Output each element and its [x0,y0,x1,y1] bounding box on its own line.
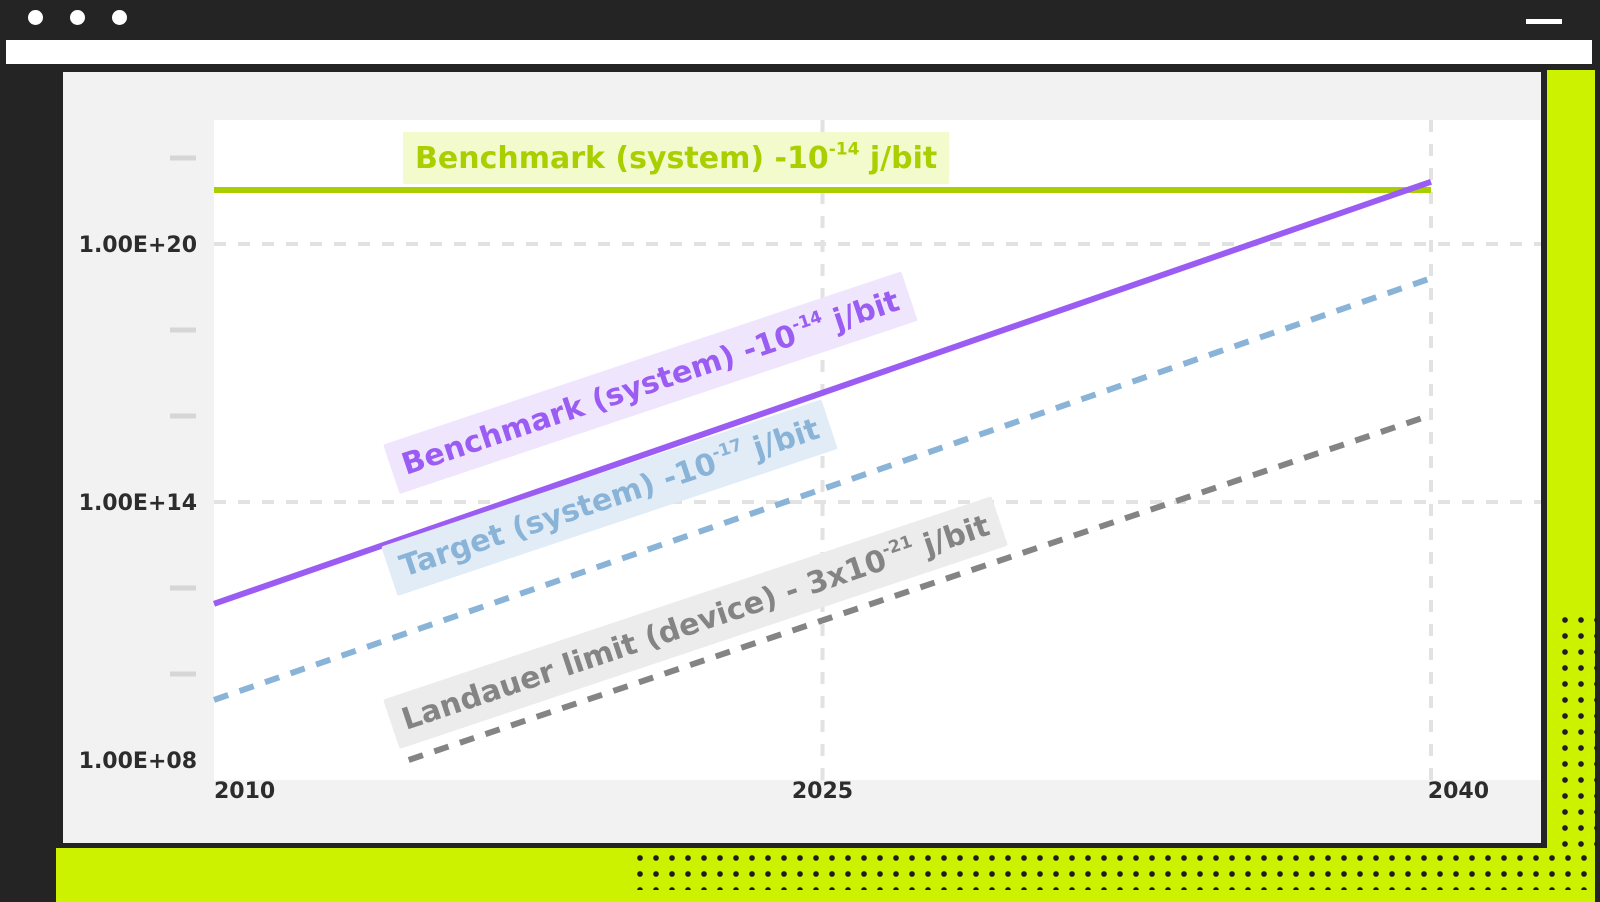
y-tick-label-1.00E+08: 1.00E+08 [79,749,197,774]
series-lines [213,178,1432,763]
y-minor-ticks [170,155,196,677]
series-label-bg-target [381,399,838,596]
y-axis-ticks: 1.00E+08 1.00E+14 1.00E+20 [79,233,197,774]
series-line-landauer [407,412,1432,763]
series-label-bg-benchmark-trend [383,271,918,494]
y-tick-label-1.00E+20: 1.00E+20 [79,233,197,258]
maximize-dot[interactable] [112,10,127,25]
minimize-dot[interactable] [70,10,85,25]
grid [214,120,1541,780]
x-tick-label-2010: 2010 [214,779,275,804]
x-axis-ticks: 2010 2025 2040 [214,779,1489,804]
minimize-bar-icon[interactable] [1526,19,1562,24]
close-dot[interactable] [28,10,43,25]
chart: Benchmark (system) -10-14 j/bitBenchmark… [79,120,1541,804]
series-label-benchmark-flat: Benchmark (system) -10-14 j/bit [403,132,950,184]
address-bar[interactable] [6,40,1592,64]
series-label-bg-landauer [383,496,1008,749]
series-line-benchmark-trend [213,178,1432,607]
dot-pattern-right [1557,612,1597,848]
dot-pattern-bottom [632,850,1597,890]
y-tick-label-1.00E+14: 1.00E+14 [79,491,197,516]
x-tick-label-2040: 2040 [1428,779,1489,804]
series-label-bg-benchmark-flat [403,132,950,184]
x-tick-label-2025: 2025 [792,779,853,804]
series-label-text-benchmark-flat: Benchmark (system) -10-14 j/bit [415,140,937,177]
